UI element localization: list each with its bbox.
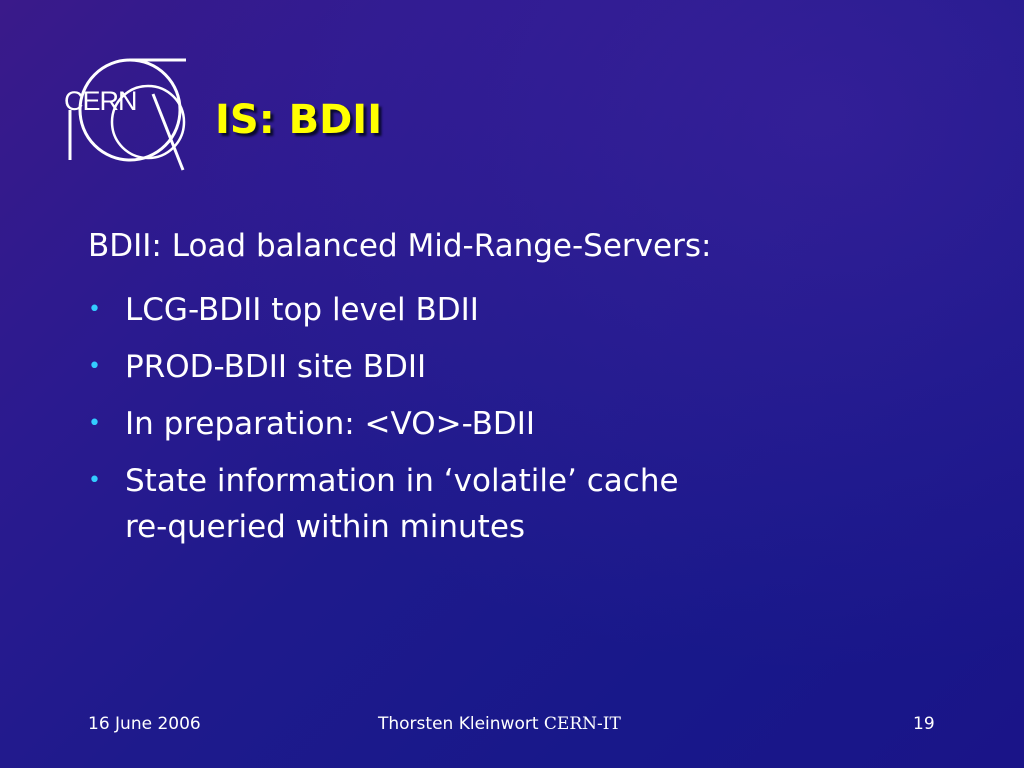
footer-author: Thorsten Kleinwort CERN-IT bbox=[378, 714, 621, 734]
footer-department: CERN-IT bbox=[543, 714, 621, 734]
bullet-text: In preparation: <VO>-BDII bbox=[125, 406, 536, 442]
cern-logo-text: CERN bbox=[64, 86, 138, 116]
bullet-item: • In preparation: <VO>-BDII bbox=[88, 401, 679, 447]
cern-logo-icon bbox=[68, 58, 186, 171]
bullet-dot-icon: • bbox=[88, 468, 101, 493]
footer-page-number: 19 bbox=[913, 714, 935, 734]
bullet-item: • PROD-BDII site BDII bbox=[88, 344, 679, 390]
bullet-item: • State information in ‘volatile’ cache … bbox=[88, 458, 679, 550]
bullet-dot-icon: • bbox=[88, 411, 101, 436]
bullet-text: PROD-BDII site BDII bbox=[125, 349, 427, 385]
bullet-dot-icon: • bbox=[88, 354, 101, 379]
footer-date: 16 June 2006 bbox=[88, 714, 201, 734]
bullet-item: • LCG-BDII top level BDII bbox=[88, 287, 679, 333]
footer-author-name: Thorsten Kleinwort bbox=[378, 714, 539, 734]
bullet-text: State information in ‘volatile’ cache bbox=[125, 463, 679, 499]
bullet-list: • LCG-BDII top level BDII • PROD-BDII si… bbox=[88, 287, 679, 561]
slide-title: IS: BDII bbox=[215, 97, 383, 143]
bullet-dot-icon: • bbox=[88, 297, 101, 322]
slide-heading: BDII: Load balanced Mid-Range-Servers: bbox=[88, 228, 712, 264]
bullet-text: LCG-BDII top level BDII bbox=[125, 292, 479, 328]
bullet-text-continuation: re-queried within minutes bbox=[125, 509, 526, 545]
